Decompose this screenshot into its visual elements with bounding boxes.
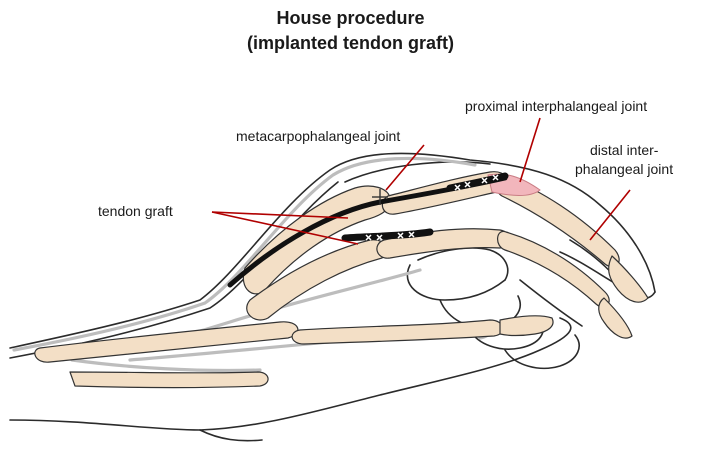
hand-skin-outline — [10, 153, 655, 440]
dip-leader — [590, 190, 630, 240]
label-dip-line1: distal inter- — [590, 142, 658, 158]
pip-leader — [520, 118, 540, 182]
label-metacarpophalangeal-joint: metacarpophalangeal joint — [236, 128, 400, 144]
label-tendon-graft: tendon graft — [98, 203, 173, 219]
label-dip-line2: phalangeal joint — [575, 161, 673, 177]
label-proximal-interphalangeal-joint: proximal interphalangeal joint — [465, 98, 647, 114]
